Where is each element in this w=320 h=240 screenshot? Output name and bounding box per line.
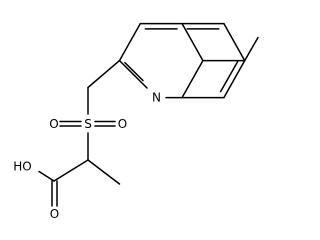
bond-c6-c7-inner [219, 60, 239, 93]
atom-nitrogen: N [152, 91, 161, 105]
bond-alpha-carboxyl [53, 159, 89, 182]
atom-carbonyl-oxygen: O [50, 207, 59, 221]
atom-hydroxyl: HO [13, 160, 31, 174]
bond-c6-c7 [223, 59, 246, 99]
bond-n-c2-inner [124, 61, 144, 82]
atom-labels: N S O O HO O [13, 91, 161, 222]
atom-sulfonyl-oxygen-right: O [118, 117, 127, 131]
bond-c4a-c8a [181, 59, 204, 99]
bond-c2-c3 [118, 22, 142, 62]
bonds [38, 22, 259, 207]
bond-c4-c4a [181, 22, 204, 62]
bond-alpha-methyl [87, 159, 121, 185]
bond-carboxyl-oh [38, 170, 55, 182]
atom-sulfur: S [84, 117, 92, 131]
chemical-structure: N S O O HO O [13, 22, 259, 222]
bond-c2-ch2 [87, 59, 121, 89]
atom-sulfonyl-oxygen-left: O [49, 117, 58, 131]
bond-c5-c6 [243, 36, 259, 62]
bond-c5-c6-outer [223, 22, 246, 62]
bond-n-c2 [118, 59, 148, 89]
